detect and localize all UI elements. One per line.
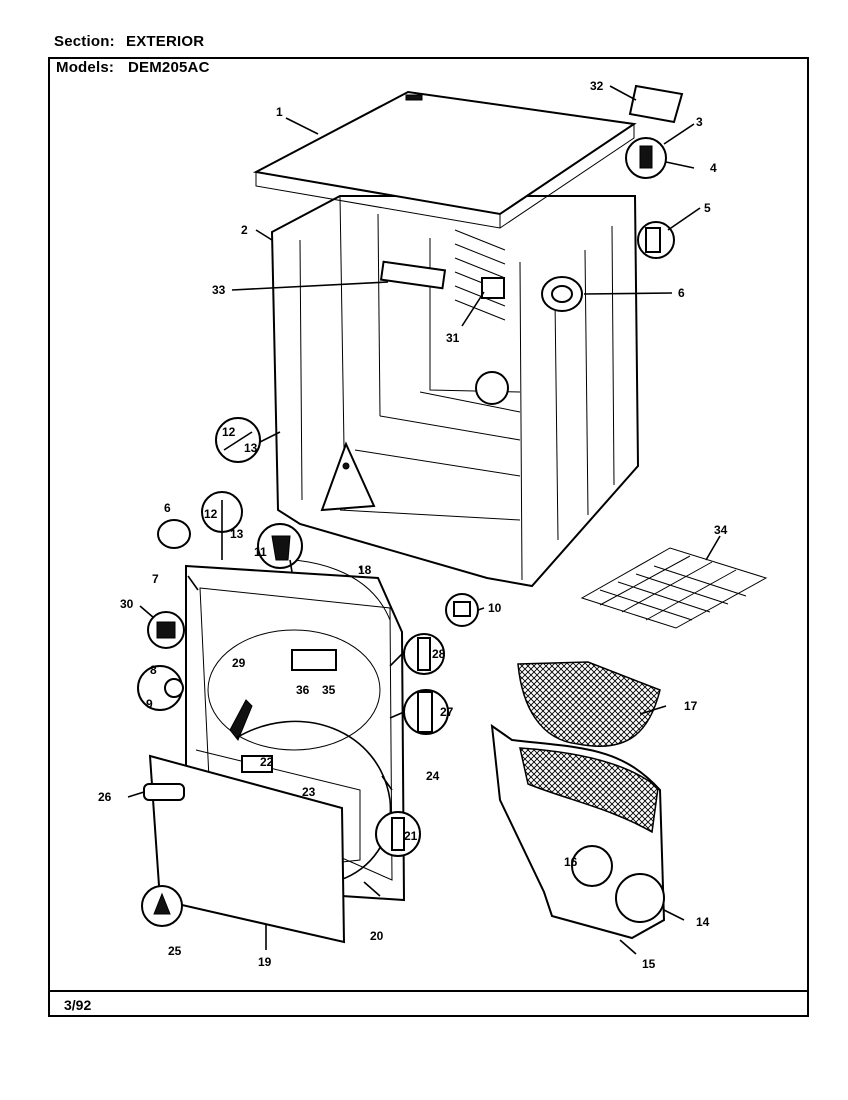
- callout-2: 2: [241, 223, 248, 237]
- section-value: EXTERIOR: [126, 33, 205, 50]
- callout-16: 16: [564, 855, 578, 869]
- callout-31: 31: [446, 331, 460, 345]
- callout-6-rear: 6: [678, 286, 685, 300]
- light-socket: [291, 649, 337, 671]
- models-label: Models:: [56, 59, 115, 76]
- callout-14: 14: [696, 915, 710, 929]
- callout-36: 36: [296, 683, 310, 697]
- callout-25: 25: [168, 944, 182, 958]
- callout-10: 10: [488, 601, 502, 615]
- callout-33: 33: [212, 283, 226, 297]
- mounting-plate: [628, 84, 684, 124]
- callout-24: 24: [426, 769, 440, 783]
- callout-30: 30: [120, 597, 134, 611]
- callout-34: 34: [714, 523, 728, 537]
- section-header: Section: EXTERIOR: [54, 33, 204, 50]
- lint-filter: [517, 661, 661, 747]
- revision-date: 3/92: [64, 997, 92, 1013]
- callout-5: 5: [704, 201, 711, 215]
- callout-35: 35: [322, 683, 336, 697]
- callout-32: 32: [590, 79, 604, 93]
- callout-22: 22: [260, 755, 274, 769]
- fuse-detail-part: [645, 227, 661, 253]
- blower-housing: [490, 723, 666, 940]
- door-catch: [271, 535, 291, 561]
- door-foot: [153, 892, 171, 915]
- callout-26: 26: [98, 790, 112, 804]
- callout-28: 28: [432, 647, 446, 661]
- hinge-detail-pin: [223, 431, 253, 451]
- door-stop: [229, 699, 253, 741]
- rear-bearing-hub: [551, 285, 573, 303]
- cabinet: [270, 195, 640, 588]
- callout-9: 9: [146, 697, 153, 711]
- callout-21: 21: [404, 829, 418, 843]
- diagram-frame: [48, 57, 809, 1017]
- callout-18: 18: [358, 563, 372, 577]
- callout-3: 3: [696, 115, 703, 129]
- hinge-part: [417, 691, 433, 733]
- models-value: DEM205AC: [128, 59, 210, 76]
- door-light-lens: [241, 755, 273, 773]
- plug-part: [156, 621, 176, 639]
- callout-13-lower: 13: [230, 527, 244, 541]
- strike-part: [417, 637, 431, 671]
- drying-rack: [580, 547, 768, 629]
- footer-divider: [48, 990, 809, 992]
- knob-ring: [164, 678, 184, 698]
- switch-part: [453, 601, 471, 617]
- models-header: Models: DEM205AC: [56, 59, 210, 76]
- callout-11: 11: [254, 545, 267, 559]
- callout-1: 1: [276, 105, 283, 119]
- switch-detail-part: [639, 145, 653, 169]
- door: [148, 749, 361, 944]
- leader-lines: [127, 85, 721, 955]
- top-panel: [252, 90, 637, 229]
- callout-17: 17: [684, 699, 698, 713]
- terminal-block: [481, 277, 505, 299]
- hinge-detail-circle: [215, 417, 261, 463]
- section-label: Section:: [54, 33, 115, 50]
- door-handle: [143, 783, 185, 801]
- callout-7: 7: [152, 572, 159, 586]
- callout-8: 8: [150, 663, 157, 677]
- callout-27: 27: [440, 705, 454, 719]
- glide-foot: [157, 519, 191, 549]
- callout-6-front: 6: [164, 501, 171, 515]
- callout-23: 23: [302, 785, 316, 799]
- callout-4: 4: [710, 161, 717, 175]
- callout-12-upper: 12: [222, 425, 236, 439]
- callout-19: 19: [258, 955, 272, 969]
- callout-20: 20: [370, 929, 384, 943]
- callout-12-lower: 12: [204, 507, 218, 521]
- door-latch: [391, 817, 405, 851]
- callout-13-upper: 13: [244, 441, 258, 455]
- callout-15: 15: [642, 957, 656, 971]
- rear-bracket: [379, 260, 447, 290]
- callout-labels: 1 2 3 4 5 6 33 31 32 12 13 6 12 13 11 18…: [98, 79, 728, 971]
- callout-29: 29: [232, 656, 246, 670]
